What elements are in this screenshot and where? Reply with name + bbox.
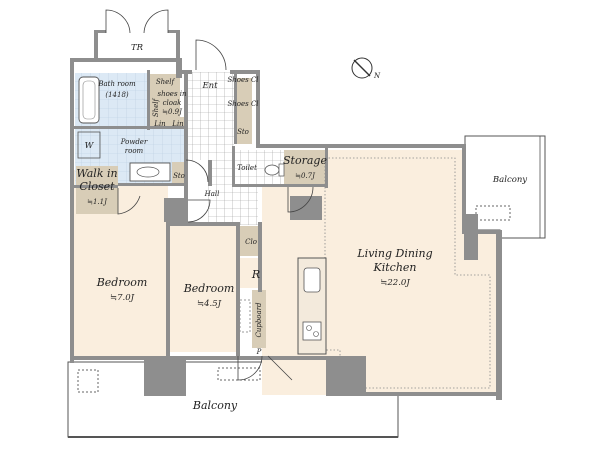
shelf-side-label: Shelf — [152, 97, 160, 117]
shelf-top-label: Shelf — [156, 78, 176, 86]
compass-north-label: N — [373, 72, 381, 80]
balcony-right-hatch — [475, 205, 511, 221]
doors — [105, 9, 314, 381]
stove — [302, 321, 322, 341]
lin-label-2: Lin — [171, 120, 184, 128]
ldk-line2: Kitchen — [373, 261, 417, 274]
sto-powder-label: Sto — [173, 172, 185, 180]
storage-size: ≒0.7J — [295, 172, 316, 180]
balcony-right-label: Balcony — [492, 175, 527, 185]
shoes-closet-line1: shoes in — [157, 90, 187, 98]
powder-room-line2: room — [125, 147, 144, 155]
shoes-cl-label-1: Shoes Cl — [227, 76, 258, 84]
walkin-closet-size: ≒1.1J — [87, 198, 108, 206]
floors — [72, 72, 500, 395]
balcony-hatch-center — [217, 367, 261, 381]
toilet-bowl — [264, 163, 285, 177]
ldk-line1: Living Dining — [356, 247, 432, 260]
sliding-panel — [239, 299, 251, 333]
washbasin — [129, 162, 171, 182]
shoes-closet-line2: cloak — [163, 99, 182, 107]
balcony-bottom-label: Balcony — [192, 399, 238, 412]
tr-label: TR — [131, 43, 144, 53]
bedroom1-size: ≒7.0J — [110, 293, 135, 303]
bedroom2-size: ≒4.5J — [197, 299, 222, 309]
bedroom2-label: Bedroom — [183, 282, 235, 295]
sink — [303, 267, 321, 293]
cupboard-label: Cupboard — [255, 302, 263, 338]
walls — [70, 30, 502, 400]
hall-label: Hall — [204, 190, 220, 198]
ldk-dotted-zone — [324, 157, 491, 389]
walkin-closet-line2: Closet — [79, 180, 115, 193]
walkin-closet-line1: Walk in — [76, 167, 117, 180]
washer-label: W — [85, 141, 95, 151]
bath-size: (1418) — [105, 91, 129, 99]
shoes-closet-size: ≒0.9J — [162, 108, 183, 116]
sto-entry-label: Sto — [237, 128, 249, 136]
storage-label: Storage — [283, 154, 327, 167]
powder-room-line1: Powder — [120, 138, 148, 146]
compass-icon — [351, 57, 373, 79]
toilet-label: Toilet — [237, 164, 257, 172]
kitchen-counter — [297, 257, 327, 355]
p-label: P — [256, 348, 262, 356]
balcony-hatch-left — [77, 369, 99, 393]
compass: N — [351, 57, 381, 80]
clo-label: Clo — [245, 238, 257, 246]
bath-label: Bath room — [97, 80, 136, 88]
r-label: R — [251, 268, 260, 281]
ldk-size: ≒22.0J — [380, 278, 410, 288]
entrance-label: Ent — [201, 81, 218, 91]
lin-label-1: Lin — [153, 120, 166, 128]
bathtub — [78, 76, 100, 124]
shoes-cl-label-2: Shoes Cl — [227, 100, 258, 108]
bedroom1-label: Bedroom — [96, 276, 148, 289]
washer-box — [77, 131, 101, 159]
